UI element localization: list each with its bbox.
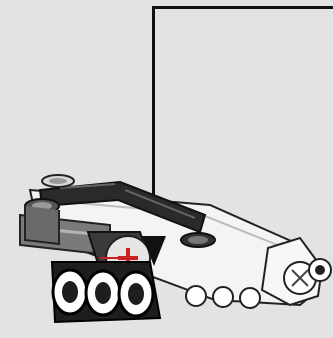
tread-links-black: [52, 262, 160, 322]
pin-black-top: [181, 233, 215, 247]
gear-white-end: [262, 238, 331, 305]
pin-gray-top: [42, 175, 74, 187]
